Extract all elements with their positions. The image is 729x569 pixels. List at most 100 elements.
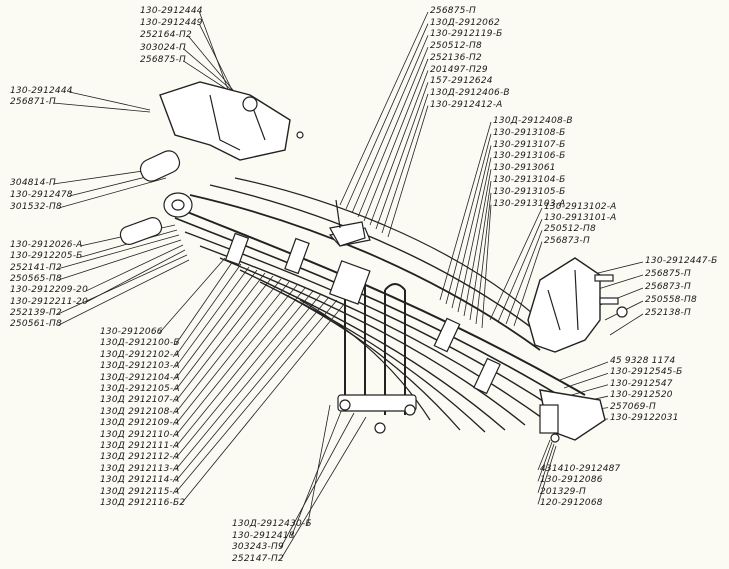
part-label: 256875-П: [645, 269, 691, 279]
part-label: 130-2912211-20: [10, 296, 89, 307]
part-label: 130-2912478: [10, 190, 73, 200]
part-label: 130-2912209-20: [10, 285, 89, 296]
part-label: 130-2912119-Б: [430, 29, 503, 40]
part-label: 130Д 2912112-А: [100, 452, 180, 463]
part-label: 130Д 2912113-А: [100, 463, 180, 474]
part-label: 130Д-2912062: [430, 17, 500, 28]
part-label: 304814-П: [10, 178, 56, 188]
leader-line: [505, 230, 543, 325]
spring-leaf-6: [239, 269, 506, 431]
leader-line: [69, 91, 151, 111]
part-label: 252147-П2: [232, 553, 284, 564]
part-label: 130-2913106-Б: [493, 151, 566, 162]
part-label: 120-2912068: [540, 498, 603, 509]
leader-line: [567, 384, 609, 397]
part-label: 130-2912444: [140, 6, 203, 16]
leader-line: [537, 439, 551, 471]
left-bracket-nut: [242, 96, 258, 112]
leader-line: [381, 93, 429, 234]
right-frame-bracket: [527, 257, 601, 353]
part-label: 130Д-2912430-Б: [232, 519, 312, 529]
leader-line: [175, 272, 266, 391]
right-bracket-bolt: [616, 306, 628, 318]
spring-leaf-3: [184, 231, 561, 413]
leader-line: [445, 133, 492, 305]
spring-upper-leaf-3: [234, 177, 541, 321]
part-label: 130Д-2912100-Б: [100, 338, 180, 349]
spring-clip-2: [284, 237, 310, 275]
part-label: 130-2912412-А: [430, 99, 503, 110]
part-label: 303024-П: [140, 42, 186, 53]
leader-line: [375, 82, 429, 230]
part-label: 130Д 2912111-А: [100, 441, 180, 451]
part-label: 130Д 2912115-А: [100, 486, 180, 497]
part-label: 130Д-2912105-А: [100, 384, 180, 394]
part-label: 130-2913105-Б: [493, 186, 566, 197]
part-label: 201329-П: [540, 486, 586, 497]
u-bolt-right: [384, 283, 406, 415]
leader-line: [53, 102, 151, 113]
leader-line: [451, 145, 492, 309]
part-label: 130-29122031: [610, 413, 679, 423]
leader-line: [159, 257, 226, 334]
leader-line: [351, 35, 429, 214]
leader-line: [280, 412, 355, 549]
part-label: 130-2913103-А: [493, 198, 566, 209]
part-label: 301532-П8: [10, 202, 62, 212]
part-label: 130-2913061: [493, 163, 556, 174]
spring-top-leaf: [189, 194, 541, 351]
leader-line: [175, 299, 338, 493]
leader-line: [58, 254, 188, 315]
leader-line: [357, 46, 429, 218]
spring-clip-4: [473, 357, 501, 395]
leader-line: [175, 284, 298, 436]
part-label: 130Д 2912107-А: [100, 395, 180, 406]
part-label: 130-2912447-Б: [645, 256, 718, 266]
part-label: 250512-П8: [430, 41, 482, 52]
part-label: 431410-2912487: [540, 464, 621, 474]
rebound-bracket: [329, 221, 366, 247]
leader-line: [199, 24, 237, 99]
part-label: 130Д-2912102-А: [100, 349, 180, 360]
spring-upper-leaf-2: [209, 184, 546, 339]
part-label: 130Д 2912110-А: [100, 429, 180, 440]
leader-line: [559, 361, 609, 381]
leader-line: [199, 11, 231, 96]
part-label: 157-2912624: [430, 76, 493, 87]
part-label: 130-2912026-А: [10, 240, 83, 250]
part-label: 130-2913107-Б: [493, 139, 566, 150]
part-label: 45 9328 1174: [610, 356, 676, 366]
leader-line: [489, 207, 543, 321]
part-label: 252141-П2: [10, 262, 62, 273]
part-label: 130-2912444: [10, 86, 73, 96]
leader-line: [463, 169, 492, 317]
part-label: 250565-П8: [10, 273, 62, 284]
leader-line: [175, 260, 234, 345]
part-label: 130-2912449: [140, 18, 203, 29]
part-label: 130-2912545-Б: [610, 367, 683, 378]
left-frame-bracket: [159, 81, 291, 161]
part-label: 252164-П2: [140, 30, 192, 41]
leader-line: [387, 105, 429, 238]
part-label: 130-2912205-Б: [10, 251, 83, 262]
leader-line: [594, 274, 644, 291]
spring-leaf-4: [199, 245, 546, 421]
leader-line: [180, 302, 346, 505]
leader-line: [537, 441, 553, 482]
leader-line: [175, 275, 274, 402]
leader-line: [53, 169, 151, 185]
leader-line: [513, 241, 543, 327]
part-label: 252136-П2: [430, 52, 482, 63]
part-label: 130Д 2912108-А: [100, 406, 180, 417]
part-label: 130Д 2912116-Б2: [100, 498, 186, 508]
part-label: 256871-П: [10, 97, 56, 107]
part-label: 130-2913101-А: [544, 213, 617, 224]
leader-line: [537, 443, 555, 493]
part-label: 256873-П: [544, 235, 590, 246]
leader-line: [457, 157, 492, 313]
leader-line: [175, 263, 242, 357]
u-bolt-plate: [337, 394, 417, 412]
leader-line: [563, 373, 609, 389]
leader-line: [58, 177, 167, 209]
